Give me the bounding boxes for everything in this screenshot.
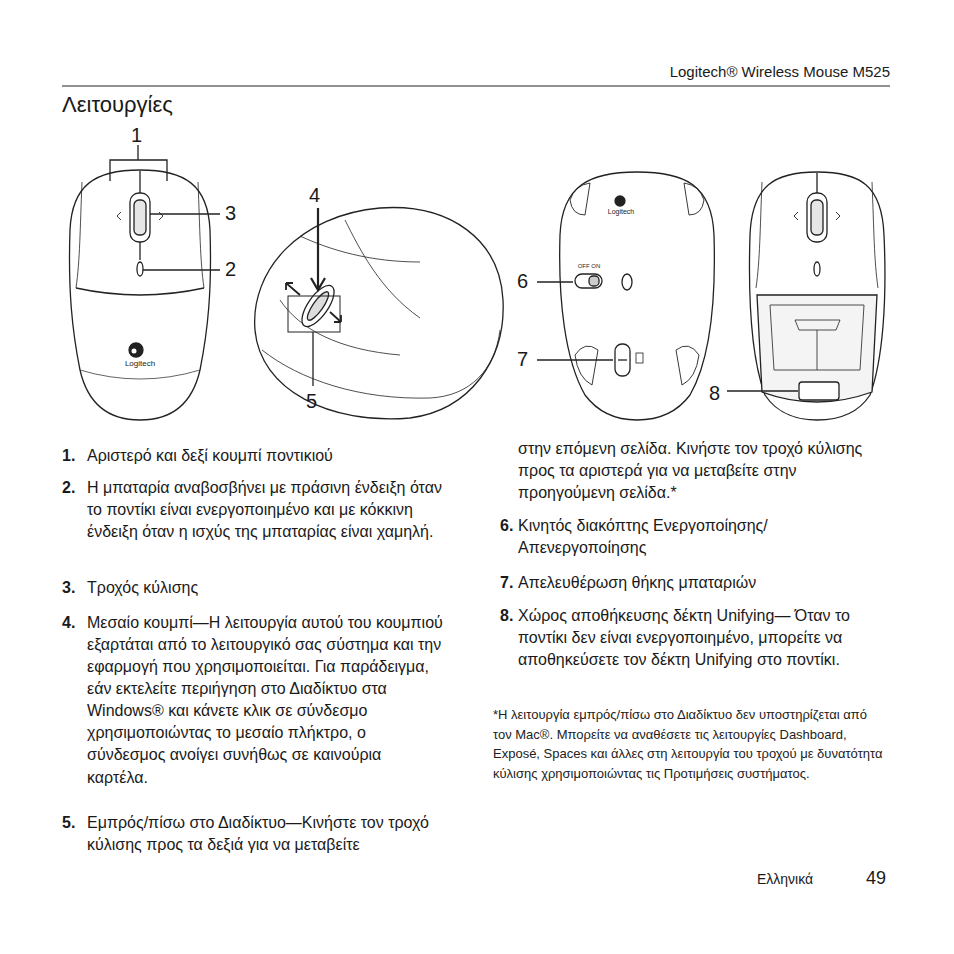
list-text: Εμπρός/πίσω στο Διαδίκτυο—Κινήστε τον τρ… [87,812,445,856]
list-text: Χώρος αποθήκευσης δέκτη Unifying— Όταν τ… [518,605,890,671]
arrow-pointer [311,208,325,290]
mouse-top-view [69,170,210,420]
leader-line [312,332,313,386]
mouse-open-view [750,172,885,420]
list-text: Τροχός κύλισης [87,577,445,599]
callout-number: 5 [306,388,317,416]
mouse-perspective-view [255,208,504,419]
header-rule [62,86,890,87]
mouse-bottom-view [560,172,715,420]
callout-number: 1 [131,122,142,150]
callout-number: 7 [517,346,528,374]
list-number: 3. [62,577,75,599]
leader-line [727,390,798,391]
callout-number: 6 [517,268,528,296]
list-text: Η μπαταρία αναβοσβήνει με πράσινη ένδειξ… [87,477,445,543]
callout-bracket [288,296,340,332]
list-text: στην επόμενη σελίδα. Κινήστε τον τροχό κ… [518,438,890,504]
logo-text: Logitech [598,208,644,215]
switch-label: OFF ON [572,263,606,269]
leader-line [110,145,167,181]
leader-line [150,213,220,214]
list-number: 6. [500,515,513,537]
list-number: 8. [500,605,513,627]
logo-text: Logitech [113,360,167,368]
list-number: 7. [500,572,513,594]
list-text: Κινητός διακόπτης Ενεργοποίησης/ Απενεργ… [518,515,890,559]
list-text: Μεσαίο κουμπί—Η λειτουργία αυτού του κου… [87,612,445,789]
list-number: 4. [62,612,75,634]
page-title: Λειτουργίες [62,90,173,120]
callout-number: 2 [225,256,236,284]
list-number: 1. [62,445,75,467]
page-number: 49 [866,866,886,891]
callout-number: 4 [309,182,320,210]
list-text: Απελευθέρωση θήκης μπαταριών [518,572,890,594]
callout-number: 8 [709,380,720,408]
list-number: 5. [62,812,75,834]
footnote: *Η λειτουργία εμπρός/πίσω στο Διαδίκτυο … [493,705,885,783]
header-title: Logitech® Wireless Mouse M525 [500,62,890,83]
list-text: Αριστερό και δεξί κουμπί ποντικιού [87,445,445,467]
leader-line [143,269,220,270]
footer-language: Ελληνικά [757,870,813,889]
callout-number: 3 [225,200,236,228]
leader-line [537,281,573,282]
list-number: 2. [62,477,75,499]
leader-line [537,359,613,360]
